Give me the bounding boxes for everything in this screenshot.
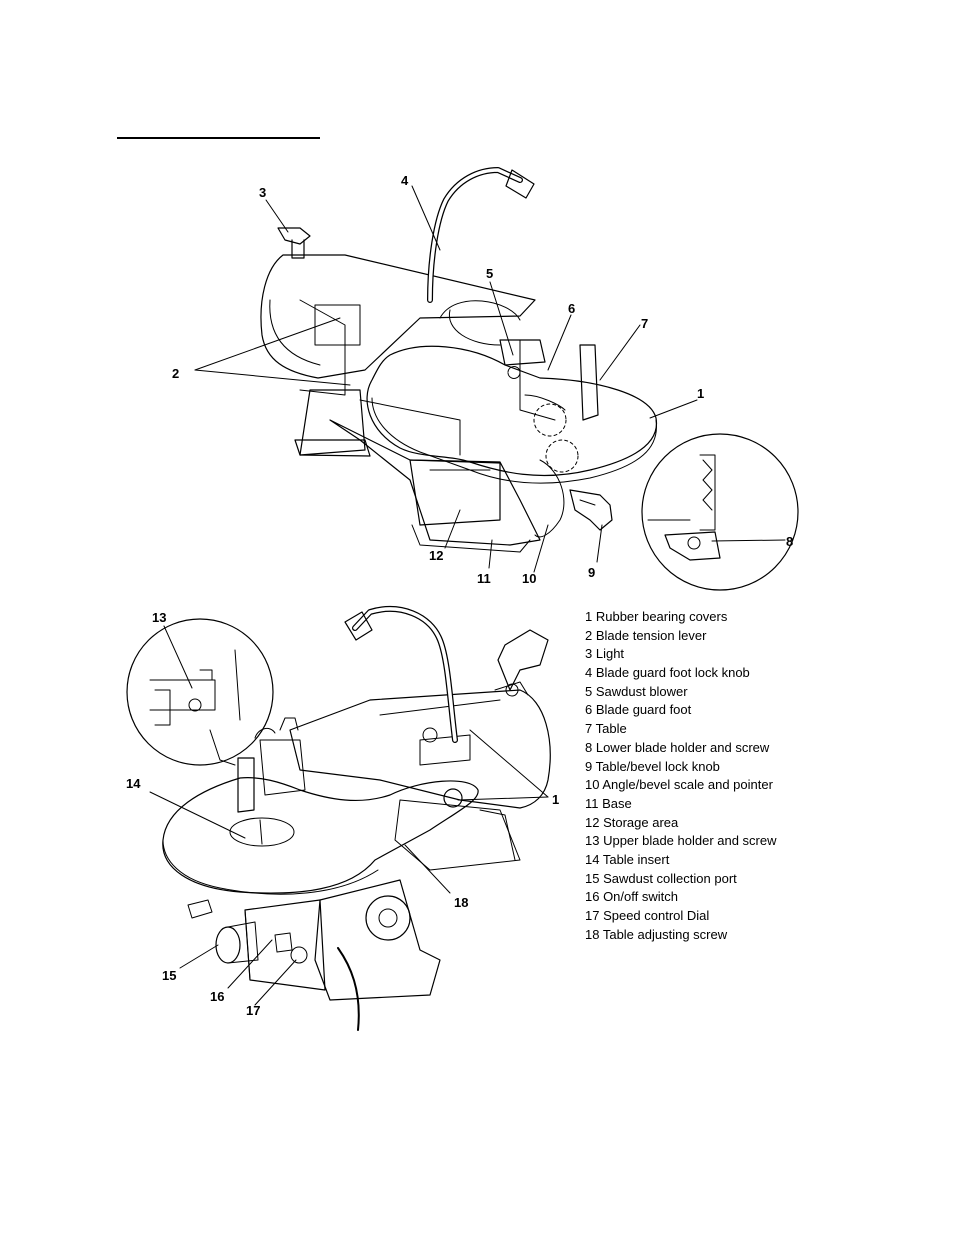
callout-3: 4 (401, 173, 409, 188)
legend-item: 18 Table adjusting screw (585, 926, 728, 942)
callout-12: 12 (429, 548, 443, 563)
callout-9: 9 (588, 565, 595, 580)
legend-item: 17 Speed control Dial (585, 908, 710, 923)
parts-legend: 1 Rubber bearing covers 2 Blade tension … (585, 608, 777, 944)
top-saw-illustration (194, 167, 799, 591)
header-underline (117, 137, 320, 139)
legend-item: 6 Blade guard foot (585, 702, 692, 718)
callout-17: 17 (246, 1003, 260, 1018)
bottom-saw-illustration (126, 606, 551, 1031)
callout-10: 10 (522, 571, 536, 586)
legend-item: 15 Sawdust collection port (585, 870, 737, 886)
callout-1-bottom: 1 (552, 792, 559, 807)
callout-16: 16 (210, 989, 224, 1004)
callout-4: 5 (486, 266, 493, 281)
legend-item: 7 Table (585, 721, 627, 737)
legend-item: 4 Blade guard foot lock knob (585, 665, 750, 681)
callout-13: 13 (152, 610, 166, 625)
legend-item: 10 Angle/bevel scale and pointer (585, 777, 773, 793)
callout-7: 1 (697, 386, 704, 401)
legend-item: 11 Base (585, 795, 632, 811)
legend-item: 14 Table insert (585, 851, 670, 867)
legend-item: 1 Rubber bearing covers (585, 609, 728, 624)
legend-item: 8 Lower blade holder and screw (585, 739, 770, 755)
callout-18: 18 (454, 895, 468, 910)
legend-item: 16 On/off switch (585, 889, 678, 905)
callout-14: 14 (126, 776, 141, 791)
legend-item: 3 Light (585, 646, 625, 662)
callout-11: 11 (477, 571, 491, 586)
legend-item: 9 Table/bevel lock knob (585, 758, 720, 774)
legend-item: 12 Storage area (585, 814, 679, 830)
callout-2: 3 (259, 185, 266, 200)
legend-item: 5 Sawdust blower (585, 683, 688, 699)
callout-15: 15 (162, 968, 176, 983)
legend-item: 2 Blade tension lever (585, 627, 707, 643)
callout-6: 7 (641, 316, 648, 331)
callout-5: 6 (568, 301, 575, 316)
legend-item: 13 Upper blade holder and screw (585, 833, 777, 849)
callout-1-top: 2 (172, 366, 179, 381)
callout-8: 8 (786, 534, 793, 549)
